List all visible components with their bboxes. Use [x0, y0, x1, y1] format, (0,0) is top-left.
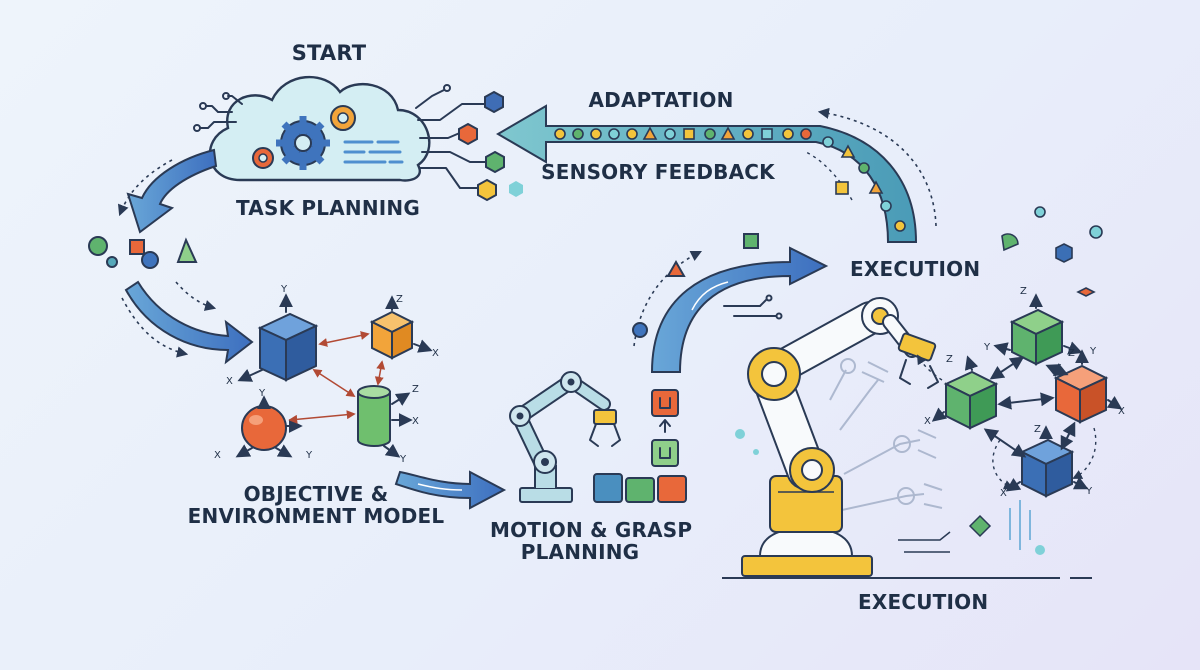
- execution-label-bottom: EXECUTION: [858, 590, 989, 614]
- relation-arrows: [288, 331, 386, 424]
- start-label: START: [291, 41, 367, 65]
- adaptation-label: ADAPTATION: [588, 88, 734, 112]
- sphere-icon: [241, 405, 287, 451]
- cloud-icon: [208, 76, 431, 182]
- flow-arrow-to-execution: [650, 246, 829, 373]
- scattered-shapes-right: [1001, 206, 1103, 297]
- svg-text:Z: Z: [1020, 286, 1027, 297]
- motion-planning-line1: MOTION & GRASP: [490, 518, 693, 542]
- gripper-icon: [897, 332, 939, 389]
- svg-text:Y: Y: [1085, 486, 1093, 497]
- flow-arrow-to-model: [124, 280, 254, 365]
- gear-icon: [330, 105, 356, 131]
- gear-icon: [252, 147, 274, 169]
- hexagon-icon: [458, 90, 505, 202]
- svg-text:X: X: [432, 348, 439, 359]
- cube-icon: [257, 312, 319, 382]
- decor-near-arm: [735, 429, 1045, 555]
- cube-icon: [1053, 364, 1109, 424]
- axis-labels-model: Y X Z X Y X Y Z X Y: [214, 284, 439, 465]
- svg-text:Z: Z: [396, 294, 403, 305]
- svg-text:X: X: [226, 376, 233, 387]
- svg-text:X: X: [412, 416, 419, 427]
- dashed-arrow: [175, 281, 217, 311]
- gear-icon: [276, 116, 330, 170]
- svg-text:Y: Y: [280, 284, 288, 295]
- hexagon-icon: [509, 181, 523, 197]
- arrow-highlight: [417, 483, 463, 491]
- sensory-feedback-label: SENSORY FEEDBACK: [541, 160, 775, 184]
- block-stack: [593, 389, 687, 503]
- dashed-arrow: [992, 439, 1014, 490]
- svg-text:Y: Y: [399, 454, 407, 465]
- circuit-lines-right: [415, 84, 489, 189]
- dashed-arrow: [117, 159, 173, 217]
- cylinder-icon: [357, 385, 391, 447]
- feedback-signal-tokens: [554, 126, 906, 232]
- svg-text:Z: Z: [1034, 424, 1041, 435]
- dashed-arrow: [1072, 427, 1097, 479]
- feedback-token: [835, 181, 849, 195]
- svg-text:Z: Z: [1068, 348, 1075, 359]
- objective-model-line1: OBJECTIVE &: [243, 482, 389, 506]
- scattered-shapes-left: [88, 236, 198, 269]
- svg-text:Z: Z: [946, 354, 953, 365]
- cube-icon: [943, 370, 999, 430]
- axis-labels-network: Z Y Y Z X Z X Z X Y: [924, 286, 1125, 499]
- cube-network-links: [931, 293, 1123, 492]
- scattered-shapes-mid: [632, 233, 759, 338]
- circuit-lines-left: [193, 92, 243, 132]
- robot-arm-icon: [741, 297, 943, 577]
- cube-icon: [1019, 438, 1075, 498]
- motion-planning-line2: PLANNING: [520, 540, 640, 565]
- circuit-lines-mid: [723, 294, 783, 320]
- motion-planning-label: MOTION & GRASP PLANNING: [490, 518, 693, 565]
- svg-text:X: X: [214, 450, 221, 461]
- execution-label-top: EXECUTION: [850, 257, 981, 281]
- objective-model-line2: ENVIRONMENT MODEL: [187, 504, 445, 529]
- robot-arm-icon: [509, 371, 621, 503]
- svg-text:Y: Y: [1089, 346, 1097, 357]
- svg-text:Y: Y: [305, 450, 313, 461]
- objective-model-label: OBJECTIVE & ENVIRONMENT MODEL: [186, 483, 446, 528]
- cube-icon: [369, 310, 415, 360]
- svg-text:Z: Z: [412, 384, 419, 395]
- svg-text:X: X: [924, 416, 931, 427]
- svg-text:Y: Y: [983, 342, 991, 353]
- flow-arrow-left: [126, 148, 218, 234]
- feedback-arrow: [496, 104, 918, 243]
- svg-text:X: X: [1000, 488, 1007, 499]
- cube-icon: [1009, 308, 1065, 366]
- svg-text:Y: Y: [258, 388, 266, 399]
- svg-text:X: X: [1118, 406, 1125, 417]
- task-planning-label: TASK PLANNING: [236, 196, 420, 220]
- planning-glyphs: [659, 397, 671, 459]
- gripper-icon: [589, 409, 621, 447]
- arrow-highlight: [691, 281, 729, 311]
